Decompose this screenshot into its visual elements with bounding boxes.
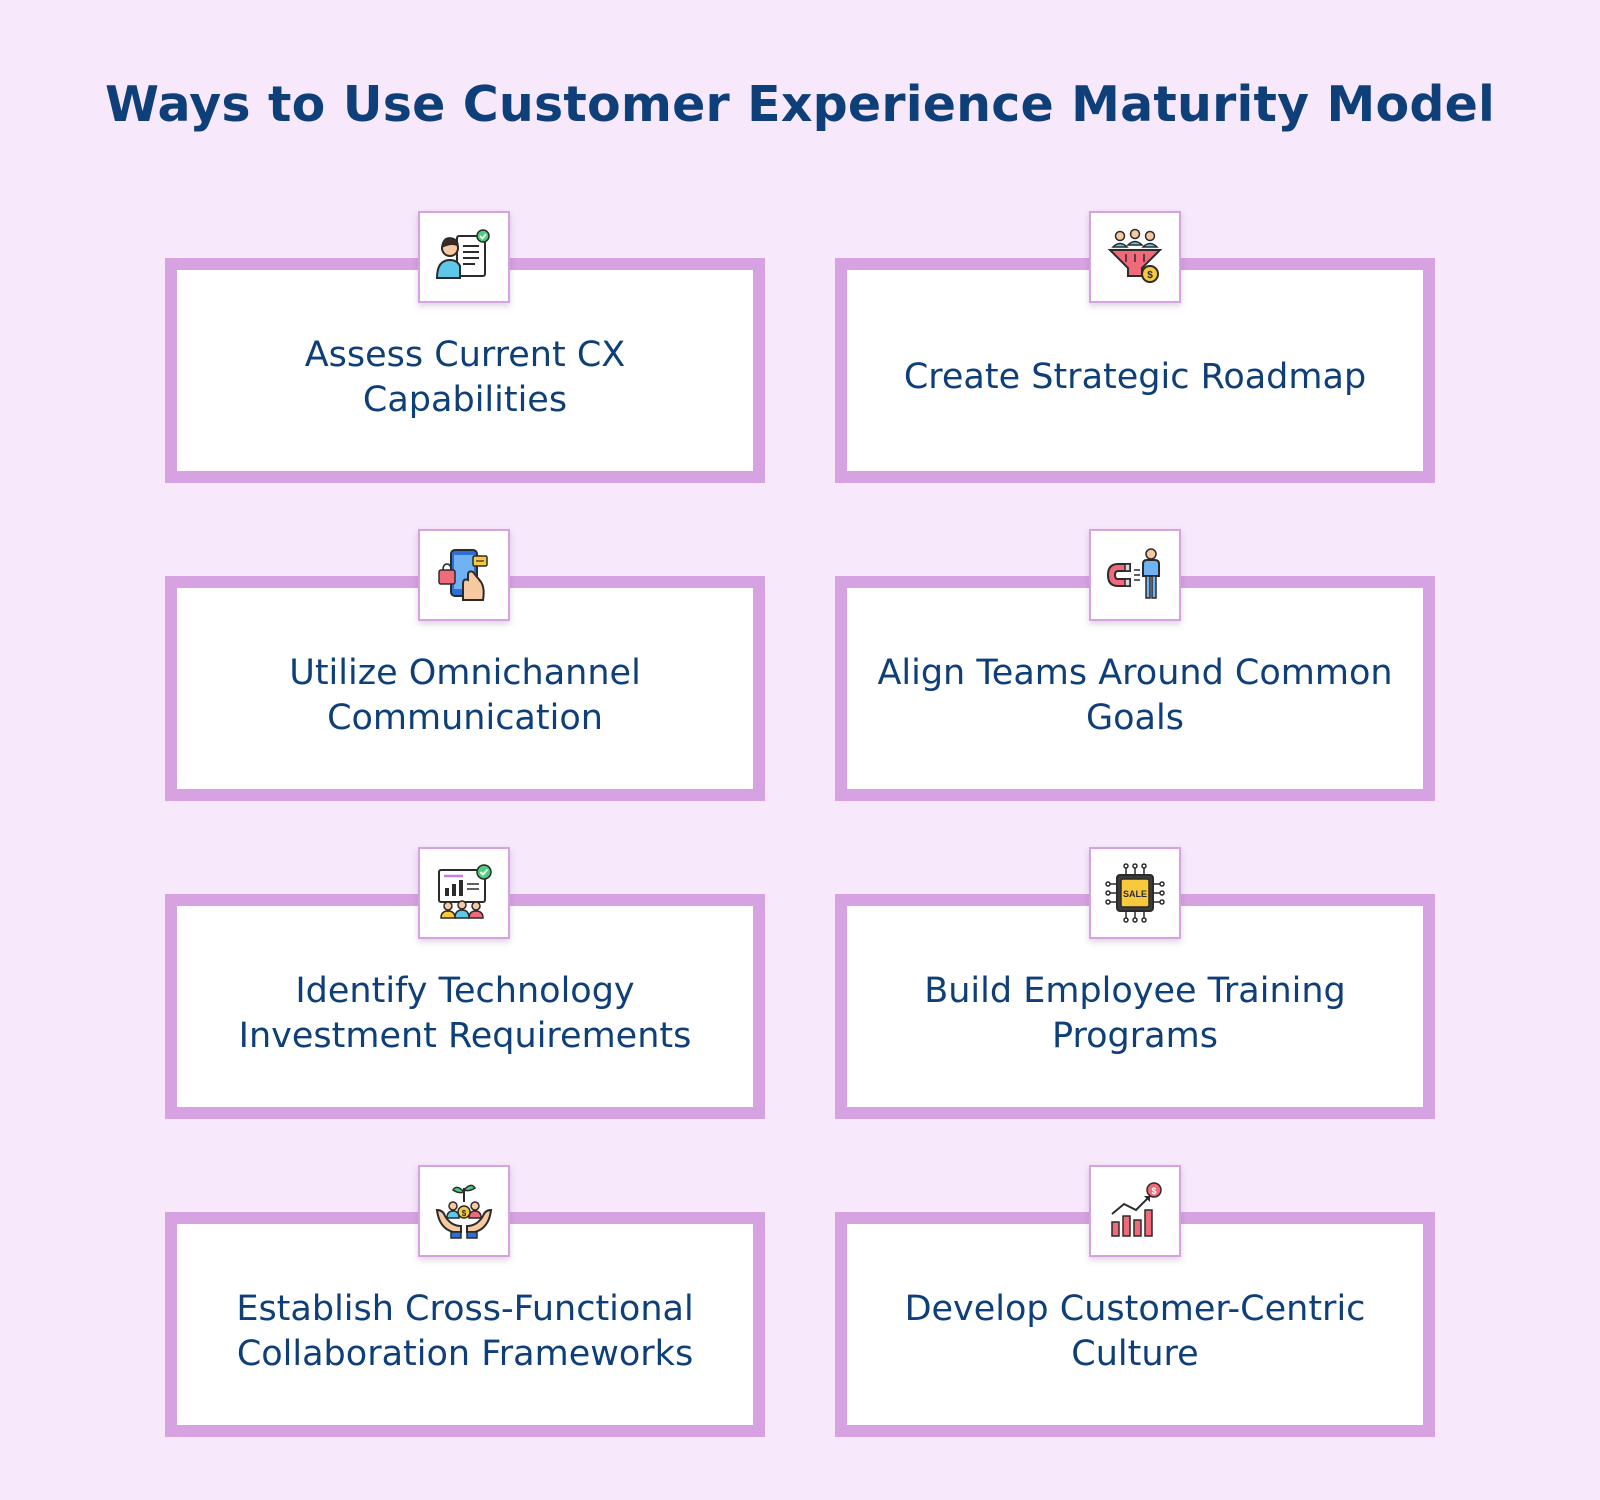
customer-magnet-icon <box>1106 548 1160 599</box>
icon-box-8: $ <box>1089 1165 1181 1257</box>
icon-box-3 <box>418 529 510 621</box>
card-3-label: Utilize Omnichannel Communication <box>289 652 641 738</box>
svg-text:SALE: SALE <box>1123 889 1147 899</box>
icon-box-6: SALE <box>1089 847 1181 939</box>
icon-box-1 <box>418 211 510 303</box>
growth-chart-icon: $ <box>1111 1182 1162 1237</box>
icon-box-7: $ <box>418 1165 510 1257</box>
person-document-icon <box>435 229 490 279</box>
icon-box-4 <box>1089 529 1181 621</box>
svg-text:$: $ <box>1147 270 1153 281</box>
svg-text:$: $ <box>462 1209 467 1218</box>
sale-chip-icon: SALE <box>1105 863 1165 923</box>
page-title: Ways to Use Customer Experience Maturity… <box>104 76 1496 133</box>
icon-box-5 <box>418 847 510 939</box>
icon-box-2: $ <box>1089 211 1181 303</box>
card-1-label: Assess Current CX Capabilities <box>304 334 626 420</box>
card-5-label: Identify Technology Investment Requireme… <box>238 970 692 1056</box>
card-4-label: Align Teams Around Common Goals <box>877 652 1393 738</box>
card-2-label: Create Strategic Roadmap <box>903 357 1367 397</box>
hands-growth-icon: $ <box>435 1184 493 1239</box>
card-7: Establish Cross-Functional Collaboration… <box>165 1212 765 1437</box>
analytics-team-icon <box>438 864 492 919</box>
svg-text:$: $ <box>1151 1186 1156 1196</box>
card-6: Build Employee Training Programs <box>835 894 1435 1119</box>
card-8-label: Develop Customer-Centric Culture <box>904 1288 1366 1374</box>
card-7-label: Establish Cross-Functional Collaboration… <box>236 1288 694 1374</box>
card-6-label: Build Employee Training Programs <box>924 970 1346 1056</box>
mobile-shopping-icon <box>438 549 488 601</box>
sales-funnel-icon: $ <box>1107 228 1163 283</box>
